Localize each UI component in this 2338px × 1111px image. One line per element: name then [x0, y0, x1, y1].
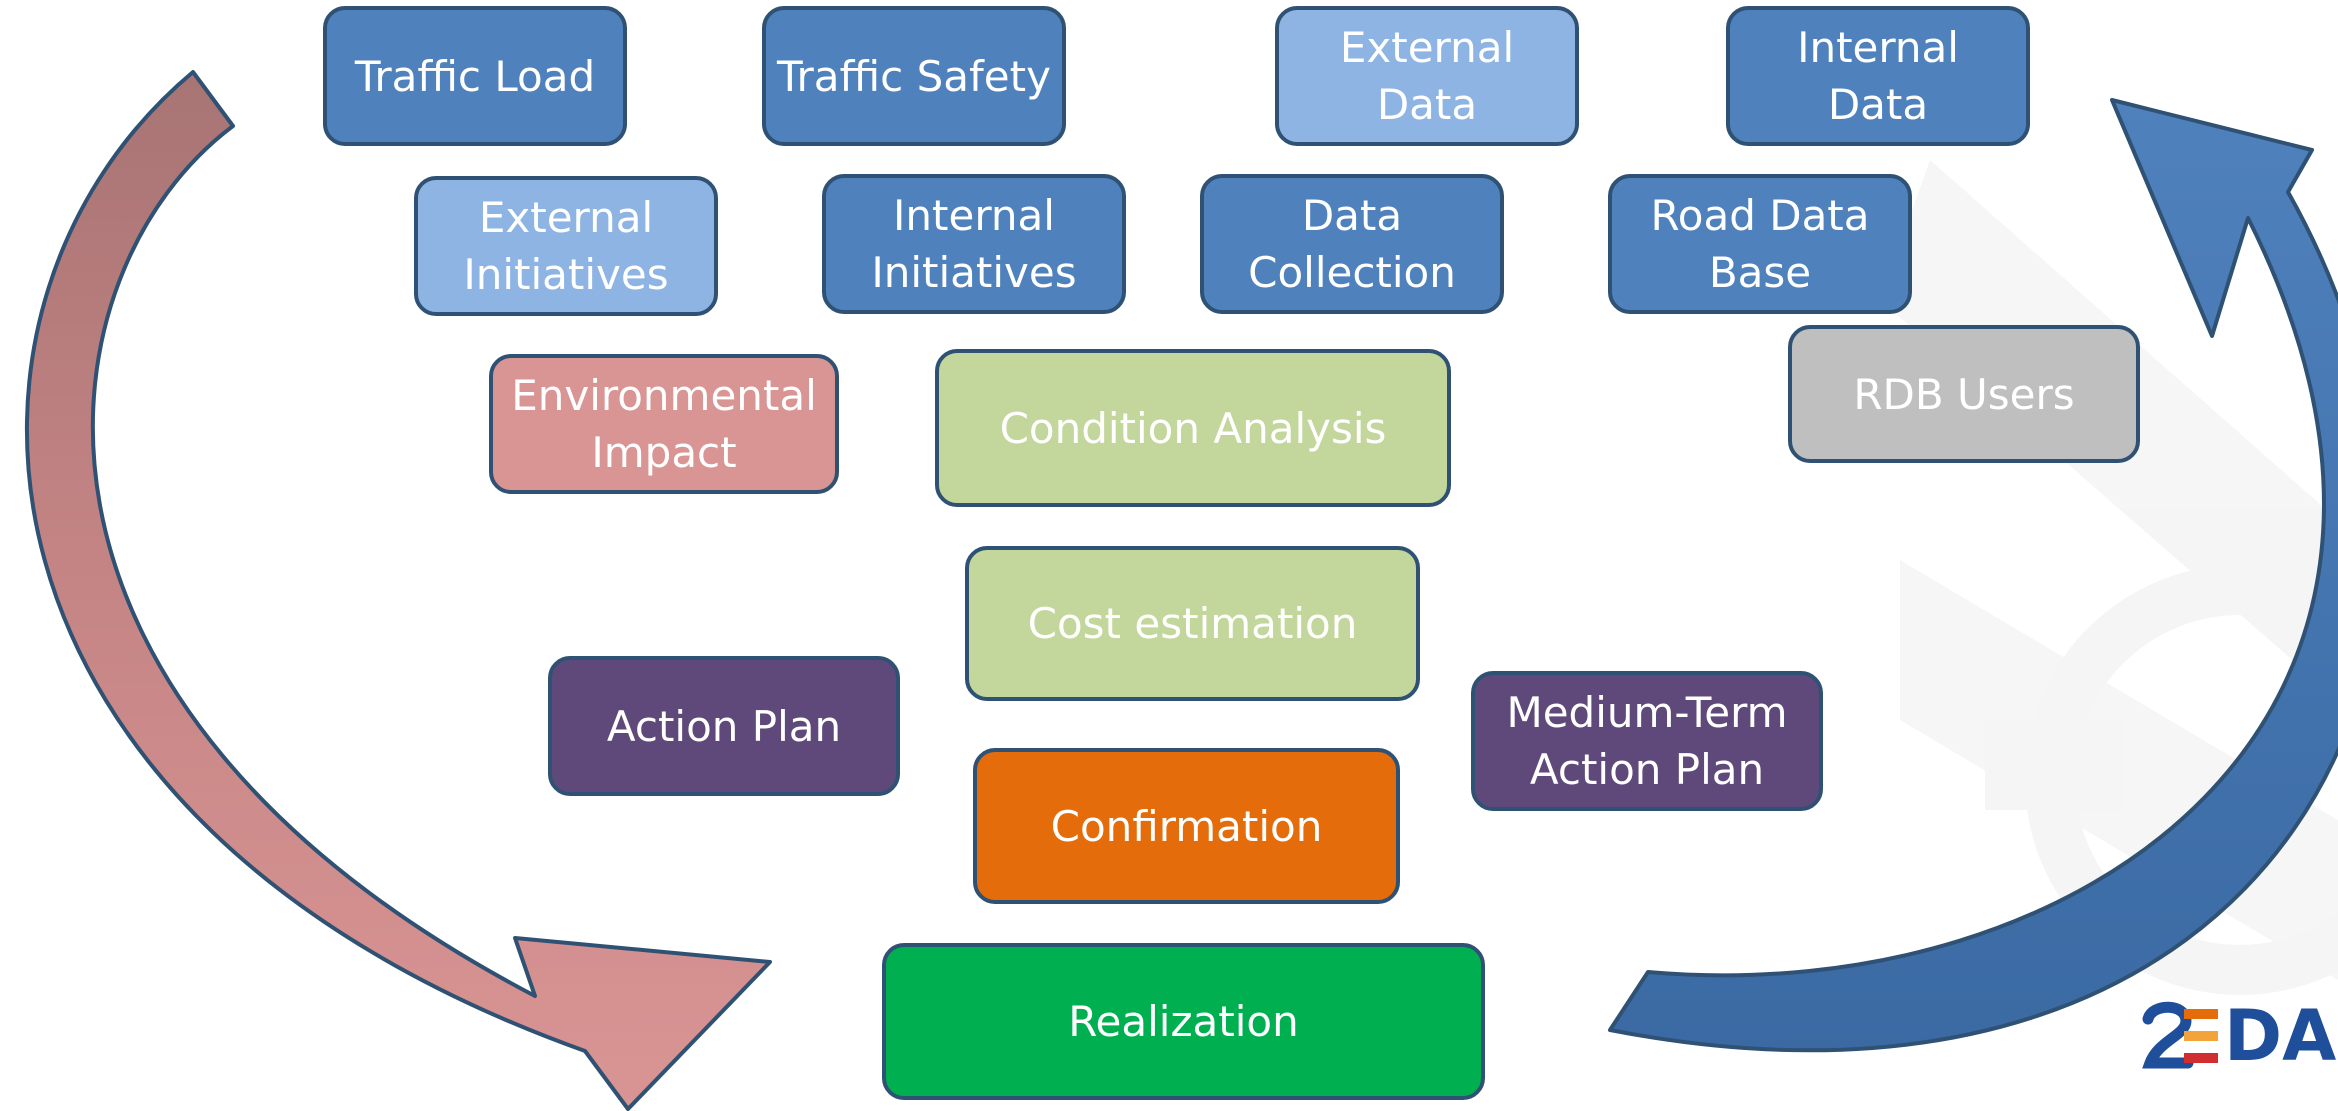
internal-initiatives-box: Internal Initiatives	[822, 174, 1126, 314]
logo: DA	[2142, 1001, 2336, 1071]
logo-text: DA	[2224, 995, 2337, 1077]
environmental-impact-box: Environmental Impact	[489, 354, 839, 494]
data-collection-box: Data Collection	[1200, 174, 1504, 314]
left-curved-arrow	[24, 70, 772, 1111]
traffic-safety-box: Traffic Safety	[762, 6, 1066, 146]
rdb-users-box: RDB Users	[1788, 325, 2140, 463]
external-data-box: External Data	[1275, 6, 1579, 146]
cost-estimation-box: Cost estimation	[965, 546, 1420, 701]
right-curved-arrow	[1608, 98, 2338, 1053]
action-plan-box: Action Plan	[548, 656, 900, 796]
realization-box: Realization	[882, 943, 1485, 1100]
confirmation-box: Confirmation	[973, 748, 1400, 904]
logo-mark-icon	[2142, 1001, 2222, 1071]
internal-data-box: Internal Data	[1726, 6, 2030, 146]
external-initiatives-box: External Initiatives	[414, 176, 718, 316]
traffic-load-box: Traffic Load	[323, 6, 627, 146]
condition-analysis-box: Condition Analysis	[935, 349, 1451, 507]
medium-term-action-plan-box: Medium-Term Action Plan	[1471, 671, 1823, 811]
road-data-base-box: Road Data Base	[1608, 174, 1912, 314]
